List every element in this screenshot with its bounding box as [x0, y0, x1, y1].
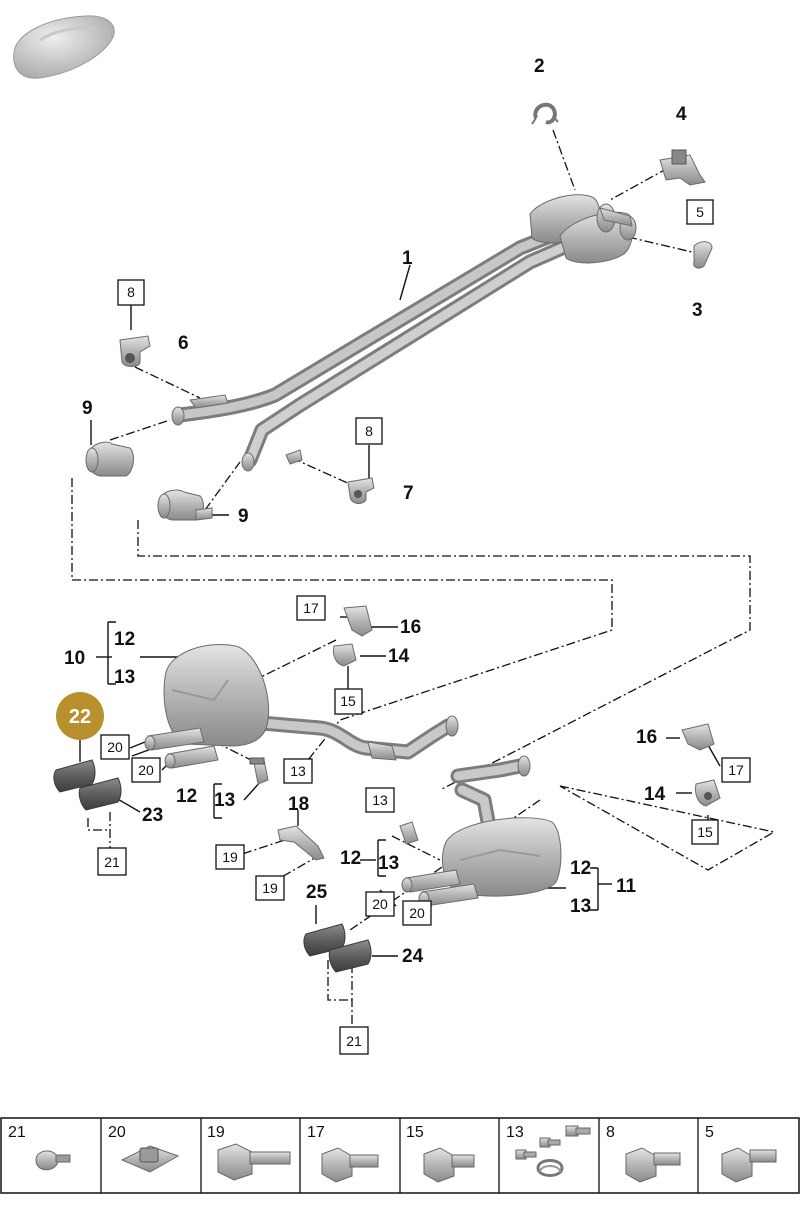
box-ref-17-b: 17: [728, 762, 744, 778]
hex-bolt-icon: [321, 1147, 379, 1183]
legend-cell-8: 8: [606, 1124, 681, 1183]
box-ref-15-b: 15: [697, 824, 713, 840]
callout-2: 2: [534, 56, 545, 77]
callout-13-a: 13: [114, 667, 135, 688]
bracket-icon: [659, 149, 706, 186]
tailpipe-tips-left: [53, 759, 122, 811]
vehicle-thumbnail-icon: [13, 15, 115, 79]
legend-cell-5: 5: [705, 1124, 777, 1183]
callout-12-c: 12: [340, 848, 361, 869]
rubber-hanger-icon: [333, 643, 357, 667]
callout-9-bottom: 9: [238, 506, 249, 527]
box-ref-5: 5: [696, 204, 704, 220]
legend-cell-19: 19: [207, 1124, 291, 1181]
rubber-hanger-icon: [695, 779, 721, 807]
callout-12-d: 12: [570, 858, 591, 879]
bolt-icon: [249, 757, 269, 785]
callout-3: 3: [692, 300, 703, 321]
legend-cell-15: 15: [406, 1124, 475, 1183]
hex-bolt-icon: [423, 1147, 475, 1183]
callout-13-b: 13: [214, 790, 235, 811]
callout-12-b: 12: [176, 786, 197, 807]
callout-23: 23: [142, 805, 163, 826]
highlighted-callout-22[interactable]: 22: [56, 692, 104, 740]
gasket-clip-icon: [693, 241, 713, 269]
callout-12-a: 12: [114, 629, 135, 650]
hex-bolt-icon: [217, 1143, 291, 1181]
hex-bolt-icon: [721, 1147, 777, 1183]
legend-cell-13: 13: [506, 1124, 591, 1177]
bolt-set-clamp-icon: [515, 1125, 591, 1177]
callout-22: 22: [69, 706, 91, 728]
callout-7: 7: [403, 483, 414, 504]
legend-label: 5: [705, 1124, 714, 1141]
legend-cell-17: 17: [307, 1124, 379, 1183]
box-ref-20-b: 20: [138, 762, 154, 778]
callout-14-left: 14: [388, 646, 410, 667]
box-ref-19-b: 19: [262, 880, 278, 896]
callout-16-right: 16: [636, 727, 657, 748]
callout-numbers: 2 4 1 3 6 9 7 9 12 10 13 16 14 16 12 13 …: [64, 56, 703, 967]
callout-9-top: 9: [82, 398, 93, 419]
legend-cell-20: 20: [108, 1124, 180, 1173]
callout-6: 6: [178, 333, 189, 354]
callout-11: 11: [616, 876, 637, 897]
box-ref-17-a: 17: [303, 600, 319, 616]
legend-label: 8: [606, 1124, 615, 1141]
legend-label: 20: [108, 1124, 126, 1141]
box-ref-21-a: 21: [104, 854, 120, 870]
rubber-hanger-icon: [347, 477, 375, 504]
box-ref-20-d: 20: [409, 905, 425, 921]
bracket-icon: [343, 605, 373, 637]
box-ref-21-b: 21: [346, 1033, 362, 1049]
callout-10: 10: [64, 648, 85, 669]
box-ref-13-a: 13: [290, 763, 306, 779]
hex-bolt-icon: [625, 1147, 681, 1183]
callout-13-d: 13: [570, 896, 591, 917]
right-rear-muffler: [399, 755, 562, 907]
box-ref-20-a: 20: [107, 739, 123, 755]
left-rear-muffler: [144, 643, 459, 769]
callout-16-left: 16: [400, 617, 421, 638]
box-ref-20-c: 20: [372, 896, 388, 912]
strip-bracket-icon: [277, 825, 325, 861]
legend-label: 21: [8, 1124, 26, 1141]
rivet-icon: [35, 1150, 71, 1171]
callout-25: 25: [306, 882, 328, 903]
box-ref-19-a: 19: [222, 849, 238, 865]
box-ref-13-b: 13: [372, 792, 388, 808]
pipe-clamp-icon: [85, 441, 134, 477]
clip-nut-icon: [120, 1145, 180, 1173]
pipe-clamp-icon: [157, 489, 213, 521]
front-exhaust-pipe-assembly: [171, 194, 637, 472]
callout-24: 24: [402, 946, 424, 967]
box-ref-15-a: 15: [340, 693, 356, 709]
fastener-legend: 21 20 19 17: [0, 1117, 800, 1194]
tailpipe-tips-right: [303, 923, 372, 973]
callout-14-right: 14: [644, 784, 666, 805]
clamp-ring-icon: [531, 102, 559, 125]
bracket-icon: [681, 723, 715, 751]
callout-1: 1: [402, 248, 413, 269]
callout-13-c: 13: [378, 853, 399, 874]
boxed-references: 5 8 8 17 15 20 20 13 17 13 15 19 21 19 2…: [97, 199, 751, 1055]
callout-18: 18: [288, 794, 309, 815]
callout-4: 4: [676, 104, 687, 125]
rubber-hanger-icon: [119, 335, 151, 367]
leader-lines: [79, 264, 721, 957]
legend-label: 19: [207, 1124, 225, 1141]
legend-label: 17: [307, 1124, 325, 1141]
legend-label: 15: [406, 1124, 424, 1141]
box-ref-8-a: 8: [127, 284, 135, 300]
legend-label: 13: [506, 1124, 524, 1141]
box-ref-8-b: 8: [365, 423, 373, 439]
legend-cell-21: 21: [8, 1124, 71, 1171]
